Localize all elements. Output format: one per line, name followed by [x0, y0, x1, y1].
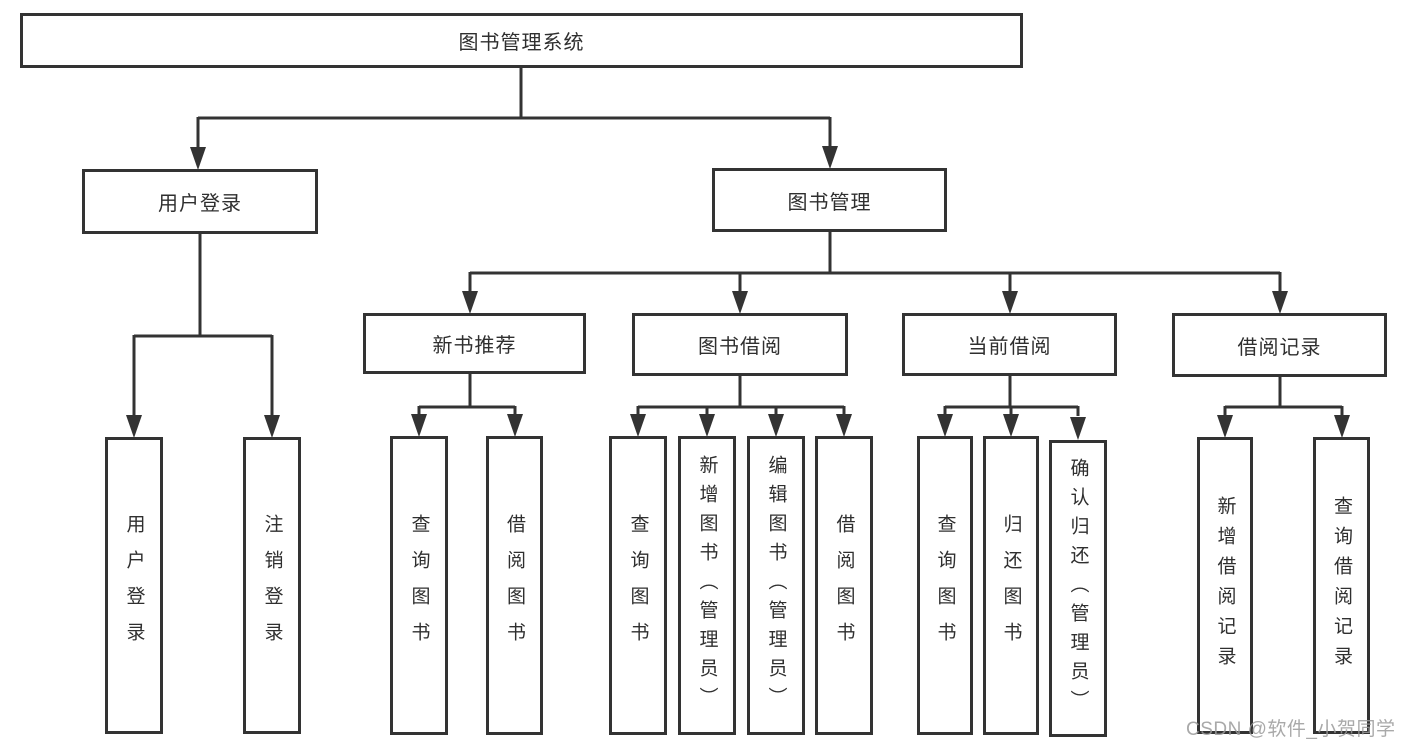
node-root-label: 图书管理系统: [458, 32, 585, 54]
leaf-bb-add-books-admin: 新增图书（管理员）: [678, 436, 736, 735]
arrowheads: [126, 146, 1350, 440]
leaf-bb-add-books-admin-label: 新增图书（管理员）: [696, 455, 718, 716]
leaf-br-add-record: 新增借阅记录: [1197, 437, 1253, 734]
arrow-new-book-icon: [462, 291, 478, 314]
leaf-bb-edit-books-admin: 编辑图书（管理员）: [747, 436, 805, 735]
leaf-nb-borrow-books-label: 借阅图书: [504, 513, 525, 658]
leaf-bb-query-books: 查询图书: [609, 436, 667, 735]
arrow-leaf-logout-icon: [264, 415, 280, 438]
leaf-cb-confirm-return-admin-label: 确认归还（管理员）: [1067, 458, 1089, 719]
node-root: 图书管理系统: [20, 13, 1023, 68]
node-current-borrow-label: 当前借阅: [967, 336, 1052, 358]
leaf-nb-query-books: 查询图书: [390, 436, 448, 735]
node-book-management-label: 图书管理: [787, 191, 872, 214]
leaf-bb-query-books-label: 查询图书: [627, 513, 649, 658]
arrow-cb-leaf3-icon: [1070, 417, 1086, 440]
leaf-bb-borrow-books: 借阅图书: [815, 436, 873, 735]
leaf-br-add-record-label: 新增借阅记录: [1214, 495, 1236, 676]
arrow-br-leaf1-icon: [1217, 415, 1233, 438]
node-book-borrow: 图书借阅: [632, 313, 848, 376]
leaf-cb-confirm-return-admin: 确认归还（管理员）: [1049, 440, 1107, 737]
arrow-leaf-user-login-icon: [126, 415, 142, 438]
leaf-cb-return-books: 归还图书: [983, 436, 1039, 735]
leaf-br-query-record-label: 查询借阅记录: [1331, 495, 1352, 676]
arrow-nb-leaf2-icon: [507, 414, 523, 437]
leaf-user-login: 用户登录: [105, 437, 163, 734]
leaf-bb-edit-books-admin-label: 编辑图书（管理员）: [765, 455, 787, 716]
arrow-book-management-icon: [822, 146, 838, 169]
leaf-cb-return-books-label: 归还图书: [1000, 513, 1022, 658]
arrow-current-borrow-icon: [1002, 291, 1018, 314]
leaf-cb-query-books: 查询图书: [917, 436, 973, 735]
leaf-logout: 注销登录: [243, 437, 301, 734]
leaf-cb-query-books-label: 查询图书: [934, 513, 956, 658]
leaf-br-query-record: 查询借阅记录: [1313, 437, 1370, 734]
node-borrow-records: 借阅记录: [1172, 313, 1387, 377]
node-current-borrow: 当前借阅: [902, 313, 1117, 376]
arrow-br-leaf2-icon: [1334, 415, 1350, 438]
arrow-nb-leaf1-icon: [411, 414, 427, 437]
leaf-user-login-label: 用户登录: [123, 513, 145, 658]
arrow-bb-leaf1-icon: [630, 414, 646, 437]
node-borrow-records-label: 借阅记录: [1237, 336, 1322, 359]
arrow-bb-leaf3-icon: [768, 414, 784, 437]
leaf-logout-label: 注销登录: [261, 513, 283, 658]
arrow-borrow-records-icon: [1272, 291, 1288, 314]
node-user-login-label: 用户登录: [158, 193, 242, 215]
leaf-nb-borrow-books: 借阅图书: [486, 436, 543, 735]
node-new-book-recommend: 新书推荐: [363, 313, 586, 374]
leaf-bb-borrow-books-label: 借阅图书: [833, 513, 855, 658]
node-book-borrow-label: 图书借阅: [698, 336, 782, 358]
arrow-bb-leaf4-icon: [836, 414, 852, 437]
arrow-cb-leaf2-icon: [1003, 414, 1019, 437]
node-user-login: 用户登录: [82, 169, 318, 234]
node-book-management: 图书管理: [712, 168, 947, 232]
csdn-watermark: CSDN @软件_小贺同学: [1186, 719, 1396, 740]
arrow-user-login-icon: [190, 147, 206, 170]
arrow-cb-leaf1-icon: [937, 414, 953, 437]
node-new-book-recommend-label: 新书推荐: [432, 335, 517, 357]
arrow-bb-leaf2-icon: [699, 414, 715, 437]
leaf-nb-query-books-label: 查询图书: [408, 513, 430, 658]
arrow-book-borrow-icon: [732, 291, 748, 314]
